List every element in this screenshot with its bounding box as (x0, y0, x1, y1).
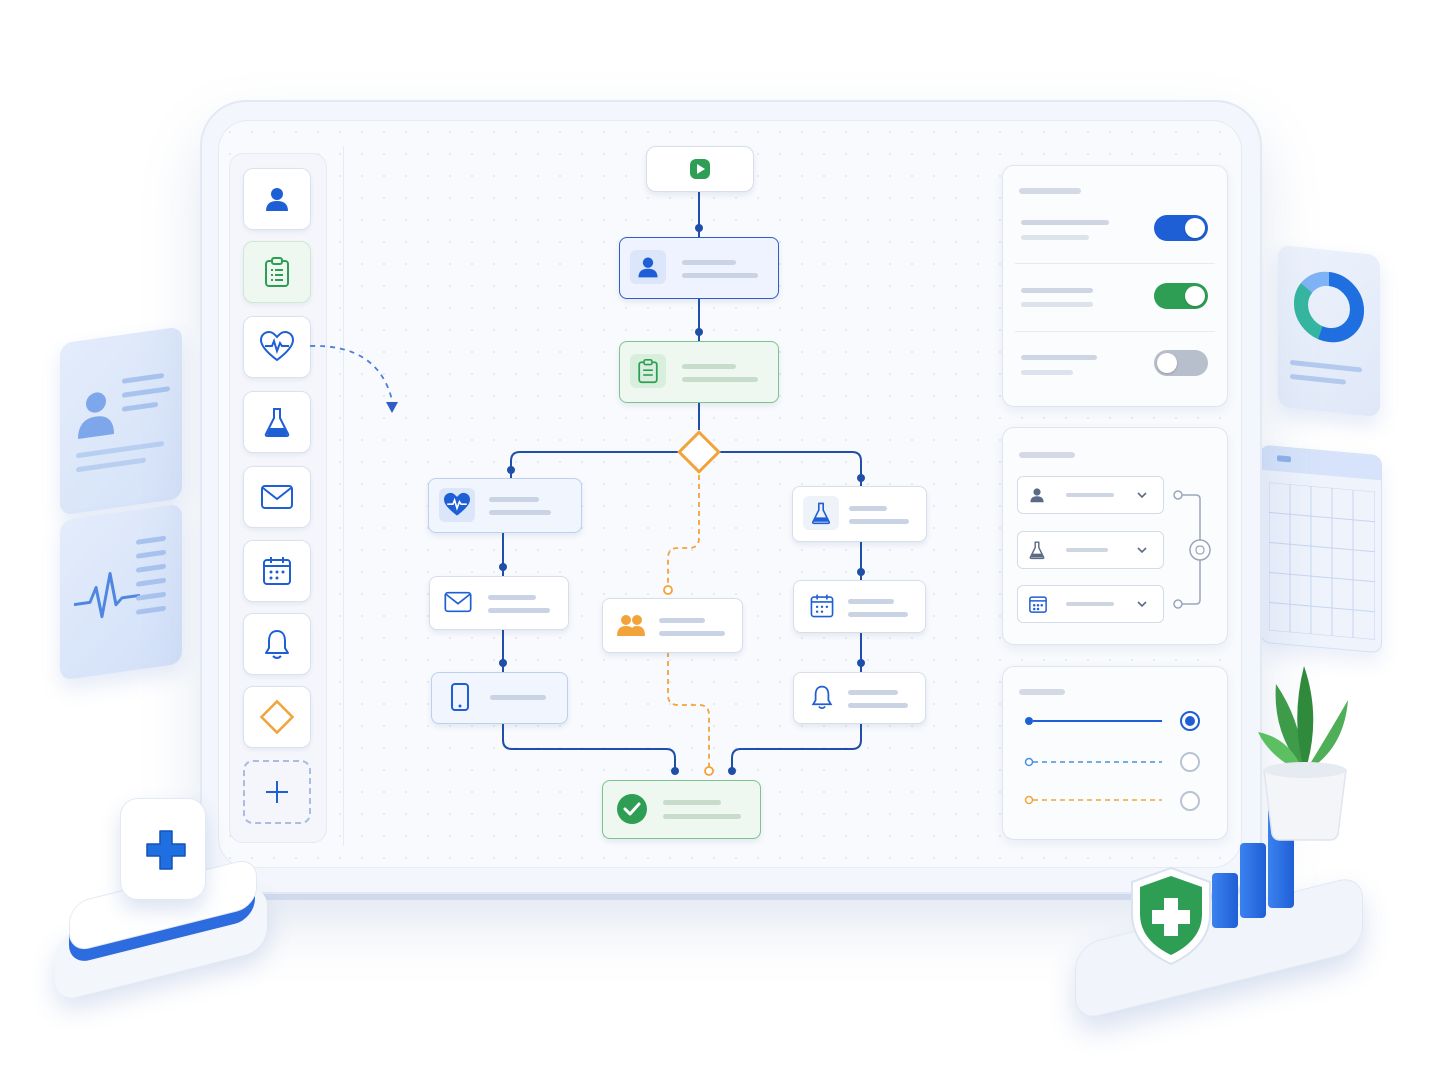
setting-toggle-3[interactable] (1154, 350, 1208, 376)
user-icon (630, 250, 666, 284)
check-circle-icon (617, 794, 647, 824)
calendar-icon (263, 557, 291, 585)
toolbar-item-intake-form[interactable] (243, 241, 311, 303)
shield-plus-icon (1126, 864, 1216, 968)
chevron-down-icon (1137, 492, 1147, 499)
toolbar-divider (343, 146, 344, 846)
clipboard-icon (265, 257, 289, 287)
users-icon (613, 608, 649, 642)
play-icon (690, 159, 710, 179)
toolbar-item-patient[interactable] (243, 168, 311, 230)
path-style-radio-solid[interactable] (1180, 711, 1200, 731)
workflow-node-email[interactable] (429, 576, 569, 630)
heart-pulse-icon (439, 488, 475, 522)
toolbar-item-lab-test[interactable] (243, 391, 311, 453)
medical-cross-block (120, 798, 206, 900)
workflow-node-team[interactable] (602, 598, 743, 653)
toolbar-item-email[interactable] (243, 466, 311, 528)
settings-panel (1002, 165, 1228, 407)
donut-chart-icon (1294, 271, 1364, 343)
user-icon (1030, 488, 1044, 503)
drag-arrow-indicator (309, 345, 398, 413)
workflow-node-intake[interactable] (619, 341, 779, 403)
flask-icon (264, 408, 290, 437)
toolbar-item-decision[interactable] (243, 686, 311, 748)
link-connector-icon[interactable] (1170, 486, 1216, 612)
path-style-radio-dashed-orange[interactable] (1180, 791, 1200, 811)
profile-card-decoration (60, 326, 182, 516)
diamond-icon (677, 430, 721, 474)
bell-icon (804, 680, 840, 714)
decision-node[interactable] (676, 429, 722, 475)
heart-pulse-icon (259, 331, 295, 362)
setting-toggle-2[interactable] (1154, 283, 1208, 309)
mail-icon (440, 585, 476, 619)
flask-icon (803, 496, 839, 530)
workflow-node-patient[interactable] (619, 237, 779, 299)
plus-icon (146, 830, 186, 870)
diamond-icon (259, 699, 295, 735)
toolbar-item-appointment[interactable] (243, 540, 311, 602)
mail-icon (261, 485, 293, 509)
chevron-down-icon (1137, 601, 1147, 608)
toolbar-item-notification[interactable] (243, 613, 311, 675)
workflow-node-vitals[interactable] (428, 478, 582, 533)
workflow-node-lab[interactable] (792, 486, 927, 542)
donut-chart-card (1278, 244, 1380, 418)
select-calendar[interactable] (1017, 585, 1164, 623)
user-silhouette-icon (78, 392, 114, 440)
clipboard-icon (630, 354, 666, 388)
select-patient[interactable] (1017, 476, 1164, 514)
ecg-card-decoration (60, 503, 182, 681)
workflow-node-schedule[interactable] (793, 580, 926, 633)
select-lab[interactable] (1017, 531, 1164, 569)
heartbeat-line-icon (74, 572, 140, 619)
calendar-icon (1029, 596, 1047, 613)
chevron-down-icon (1137, 547, 1147, 554)
flask-icon (1029, 541, 1045, 560)
mobile-icon (442, 680, 478, 714)
workflow-node-complete[interactable] (602, 780, 761, 839)
workflow-node-mobile[interactable] (431, 672, 568, 724)
potted-plant-decoration (1250, 662, 1360, 842)
toolbar-item-add-step[interactable] (243, 760, 311, 824)
path-style-lines (1024, 717, 1162, 805)
calendar-icon (804, 589, 840, 623)
plus-icon (266, 781, 288, 803)
workflow-node-alert[interactable] (793, 672, 926, 724)
bell-icon (265, 630, 289, 659)
user-icon (266, 188, 288, 211)
toolbar-item-vitals[interactable] (243, 316, 311, 378)
setting-toggle-1[interactable] (1154, 215, 1208, 241)
start-node[interactable] (646, 146, 754, 192)
path-style-radio-dashed-blue[interactable] (1180, 752, 1200, 772)
calendar-grid-card (1260, 444, 1382, 654)
